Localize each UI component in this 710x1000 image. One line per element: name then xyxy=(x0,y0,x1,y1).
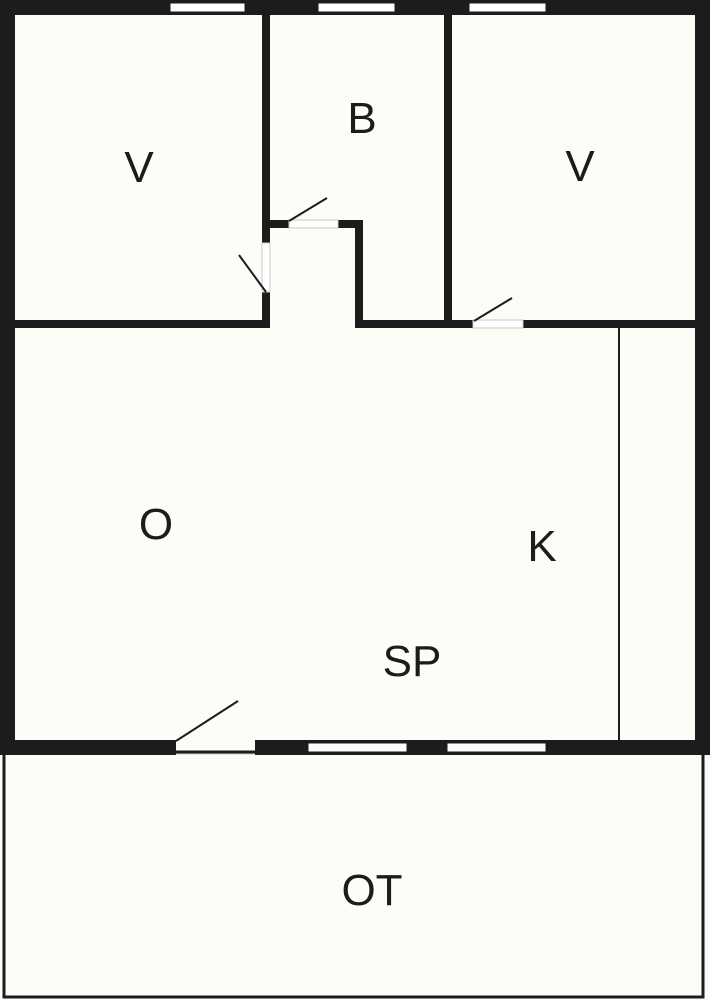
interior-walls xyxy=(15,15,695,328)
door-swings[interactable] xyxy=(175,197,513,742)
threshold-bathroom xyxy=(288,219,339,229)
room-label-dining-area: SP xyxy=(383,637,442,686)
wall-bedroom-left-upper xyxy=(262,15,270,243)
wall-bedroom-right-bottom-left xyxy=(452,320,473,328)
threshold-bedroom-right xyxy=(472,319,524,329)
room-label-bedroom-right: V xyxy=(565,142,595,191)
wall-bath-bottom-right xyxy=(338,220,362,228)
window-top-1 xyxy=(169,2,246,13)
wall-bath-bottom xyxy=(355,320,452,328)
room-label-terrace: OT xyxy=(341,866,402,915)
bottom-windows xyxy=(307,742,547,753)
room-label-bathroom: B xyxy=(347,94,376,143)
wall-corridor-right xyxy=(355,220,363,328)
wall-bedroom-right-bottom-right xyxy=(523,320,695,328)
door-entry[interactable] xyxy=(175,700,239,742)
wall-bath-right xyxy=(444,15,452,328)
window-top-2 xyxy=(317,2,396,13)
door-bathroom[interactable] xyxy=(288,197,328,222)
threshold-bedroom-left xyxy=(261,242,271,293)
room-label-kitchen: K xyxy=(527,522,556,571)
top-windows xyxy=(169,2,547,13)
wall-right xyxy=(695,0,710,755)
window-top-3 xyxy=(468,2,547,13)
door-thresholds xyxy=(176,219,524,755)
window-bottom-1 xyxy=(307,742,408,753)
wall-left xyxy=(0,0,15,755)
window-bottom-2 xyxy=(446,742,547,753)
wall-bedroom-left-bottom xyxy=(15,320,270,328)
door-bedroom-left[interactable] xyxy=(238,254,267,293)
wall-bottom-left xyxy=(0,740,176,755)
wall-bath-bottom-left xyxy=(270,220,289,228)
room-label-living-room: O xyxy=(139,500,173,549)
room-label-bedroom-left: V xyxy=(124,143,154,192)
wall-bedroom-left-lower xyxy=(262,292,270,328)
door-bedroom-right[interactable] xyxy=(473,297,513,322)
